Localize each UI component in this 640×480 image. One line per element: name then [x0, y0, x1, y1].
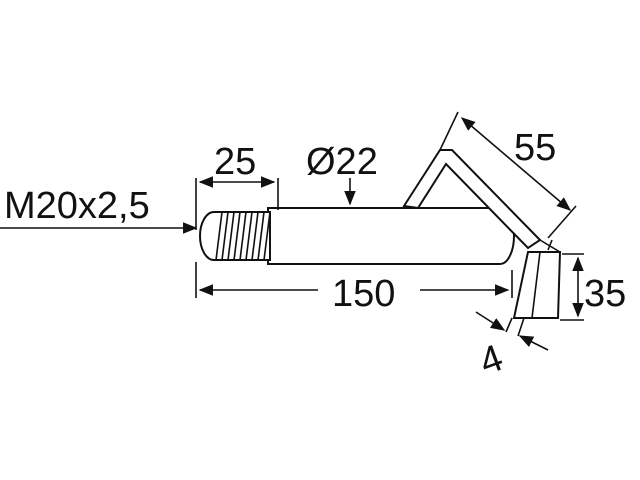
- total-length-label: 150: [332, 273, 395, 315]
- blade-height-dimension: 35: [560, 253, 626, 321]
- diameter-callout: Ø22: [306, 141, 378, 206]
- bolt-body: [199, 207, 515, 265]
- blade-height-label: 35: [584, 273, 626, 315]
- thread-length-dimension: 25: [195, 141, 279, 230]
- thread-callout: M20x2,5: [0, 185, 198, 234]
- blade-thickness-dimension: 4: [474, 311, 549, 384]
- total-length-dimension: 150: [195, 262, 513, 315]
- thread-length-label: 25: [214, 141, 256, 183]
- tine-tip: [402, 149, 562, 319]
- thread-label: M20x2,5: [4, 185, 150, 227]
- tip-length-dimension: 55: [439, 111, 577, 239]
- tip-length-label: 55: [514, 127, 556, 169]
- blade-thickness-label: 4: [474, 337, 508, 384]
- thread-lines: [215, 211, 271, 261]
- diameter-label: Ø22: [306, 141, 378, 183]
